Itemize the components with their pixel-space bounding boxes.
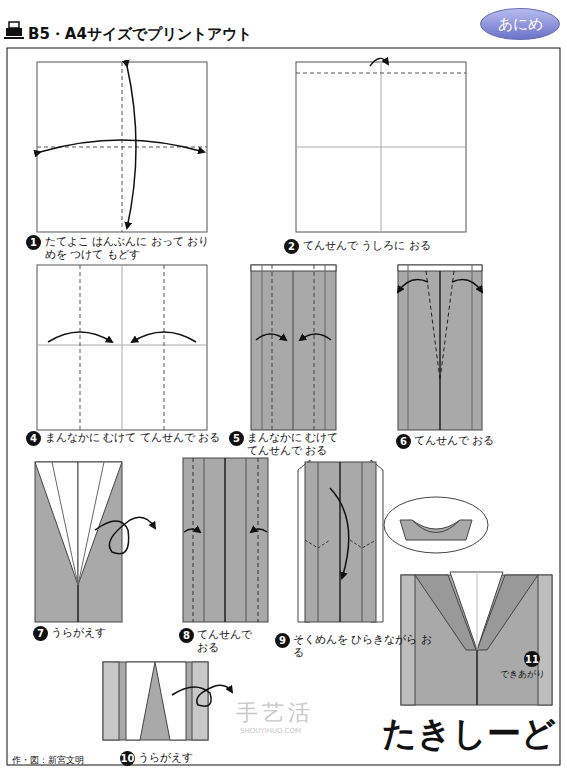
step-caption: てんせんで おる [414,434,495,447]
step-caption: たてよこ はんぶんに おって おりめを つけて もどす [45,235,210,261]
credit: 作・図：新宮文明 [12,755,84,766]
step-number: 4 [26,431,41,446]
step2-figure [296,58,466,232]
step5-figure [251,265,336,430]
node-text: 10 [121,753,135,764]
site-badge: あにめ [480,8,560,40]
printer-icon [4,22,24,39]
step6-figure [398,265,482,430]
step-caption: うらがえす [138,751,193,764]
node-text: 1 [30,237,37,248]
step-caption: そくめんを ひらきながら おる [293,633,433,659]
header-text: B5・A4サイズでプリントアウト [28,25,252,43]
step7-figure [35,462,155,622]
step-caption: てんせんで おる [197,628,259,654]
step-number: 8 [179,628,194,643]
step-number: 9 [275,633,290,648]
step-caption: うらがえす [51,626,106,639]
step-caption: できあがり [500,669,545,680]
step-number: 1 [26,235,41,250]
node-text: 11 [525,654,539,665]
watermark: 手艺活 [236,700,314,726]
inset-detail [384,497,488,553]
page-frame [7,48,560,765]
step-caption: てんせんで うしろに おる [303,239,431,252]
step-number: 6 [396,434,411,449]
step-number: 11 [524,651,540,667]
step-number: 10 [120,751,135,766]
step-number: 5 [229,431,244,446]
step9-figure [298,460,383,622]
node-text: 9 [279,635,286,646]
step8-figure [183,458,268,622]
watermark: SHOUYIHUO.COM [240,727,301,735]
node-text: 5 [233,433,240,444]
node-text: 4 [30,433,37,444]
step-caption: まんなかに むけて てんせんで おる [247,431,351,457]
step-number: 2 [284,239,299,254]
node-text: 7 [37,628,44,639]
node-text: 2 [288,241,295,252]
step4-figure [37,265,207,430]
title: たきしーど [382,713,556,754]
step10-figure [103,662,232,740]
step-caption: まんなかに むけて てんせんで おる [45,431,221,444]
step1-figure [37,62,207,232]
node-text: 8 [183,630,190,641]
node-text: あにめ [498,15,543,34]
node-text: 6 [400,436,407,447]
step-number: 7 [33,626,48,641]
